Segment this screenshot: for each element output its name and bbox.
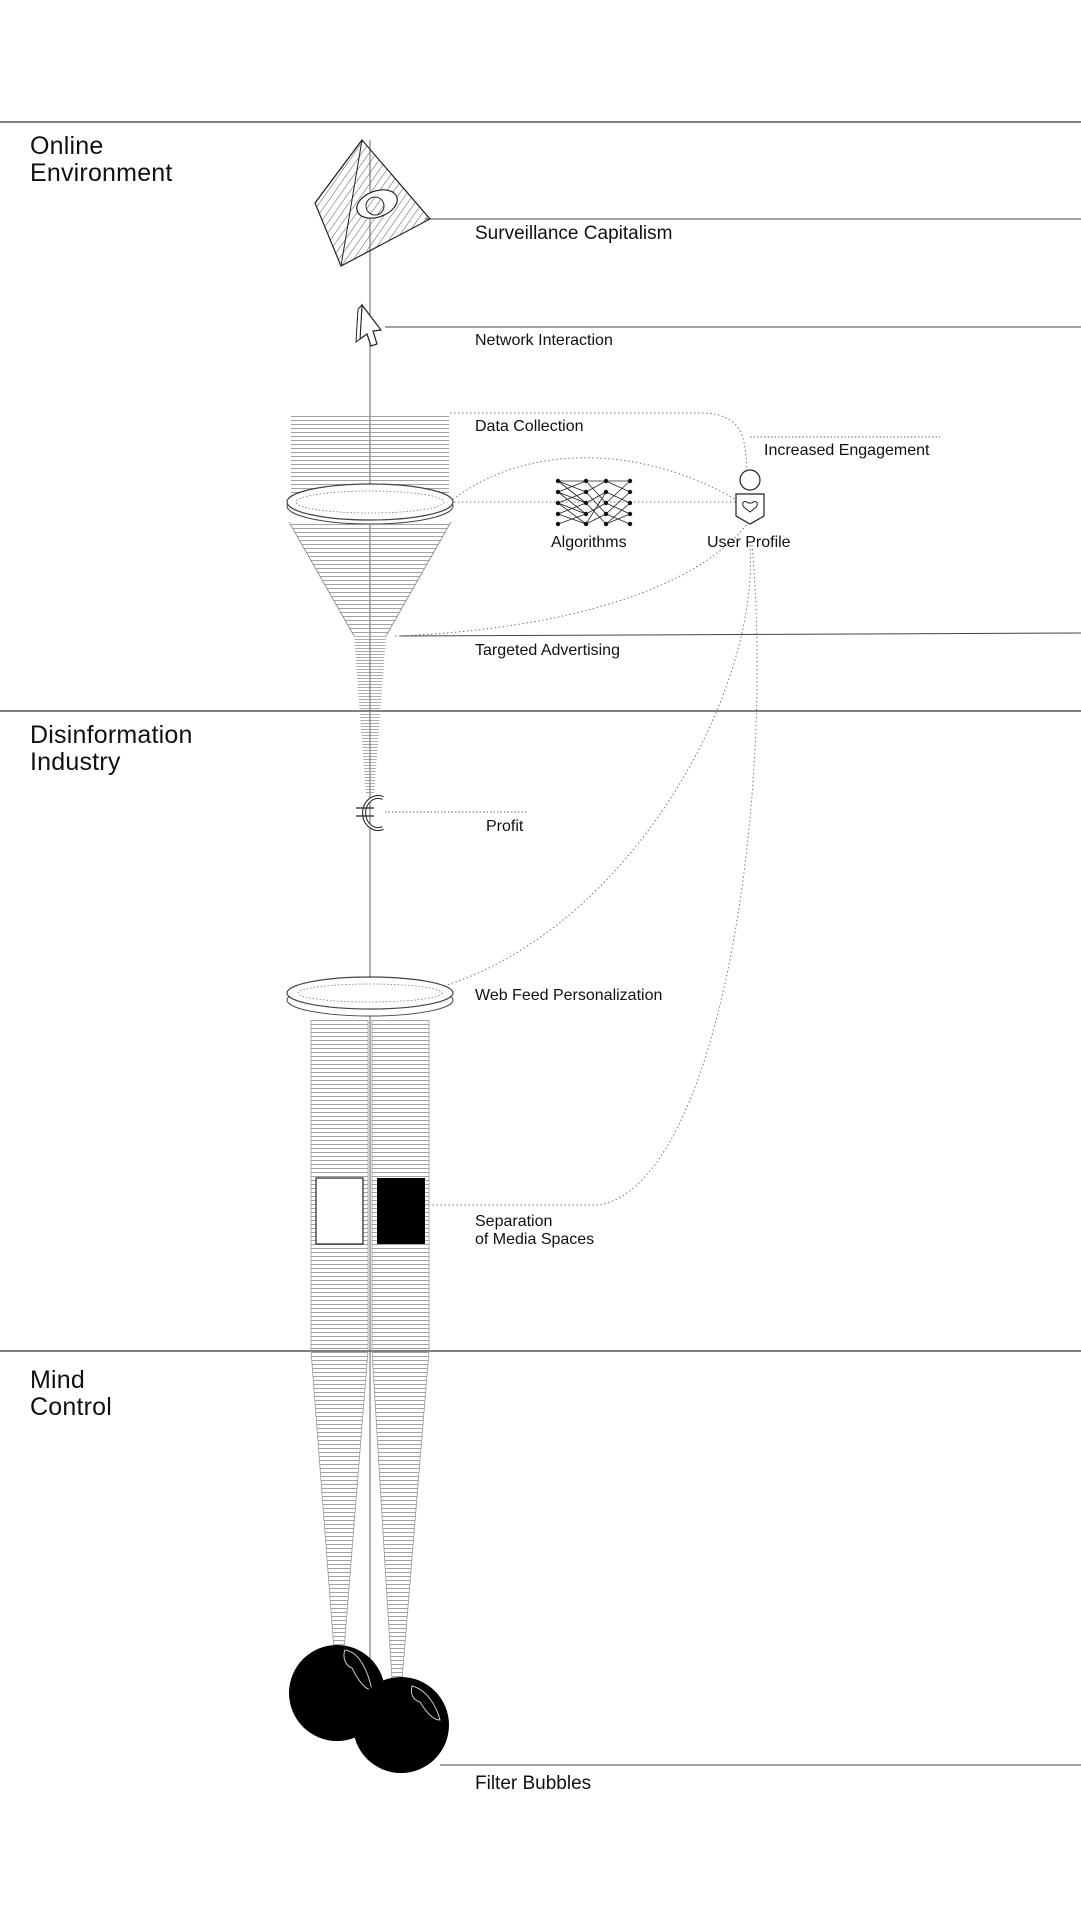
label-user-profile: User Profile bbox=[707, 534, 791, 551]
label-filter-bubbles: Filter Bubbles bbox=[475, 1773, 592, 1794]
cursor-icon bbox=[355, 303, 383, 347]
lens-disc bbox=[286, 483, 454, 525]
label-algorithms: Algorithms bbox=[551, 534, 627, 551]
section-title-disinfo: Disinformation Industry bbox=[30, 721, 193, 776]
filter-bubble-right bbox=[353, 1677, 449, 1773]
section-title-mind: Mind Control bbox=[30, 1366, 112, 1421]
label-surveillance: Surveillance Capitalism bbox=[475, 223, 673, 244]
money-stream bbox=[354, 636, 386, 795]
white-media-box bbox=[315, 1177, 364, 1245]
web-feed-disc bbox=[286, 976, 454, 1017]
media-stream-left bbox=[310, 1020, 369, 1651]
label-engagement: Increased Engagement bbox=[764, 442, 930, 459]
label-web-feed: Web Feed Personalization bbox=[475, 987, 663, 1004]
section-title-online: Online Environment bbox=[30, 132, 173, 187]
media-stream-right bbox=[371, 1020, 430, 1681]
user-profile-icon bbox=[735, 469, 765, 525]
data-collection-stack bbox=[291, 413, 449, 493]
euro-icon bbox=[356, 795, 384, 831]
label-network: Network Interaction bbox=[475, 332, 613, 349]
label-data-collection: Data Collection bbox=[475, 418, 584, 435]
label-targeted: Targeted Advertising bbox=[475, 642, 620, 659]
label-profit: Profit bbox=[486, 818, 524, 835]
neural-network-icon bbox=[555, 478, 633, 527]
funnel bbox=[289, 522, 451, 636]
black-media-box bbox=[377, 1178, 425, 1244]
label-separation: Separation of Media Spaces bbox=[475, 1213, 595, 1248]
eye-pyramid-icon bbox=[314, 139, 431, 267]
